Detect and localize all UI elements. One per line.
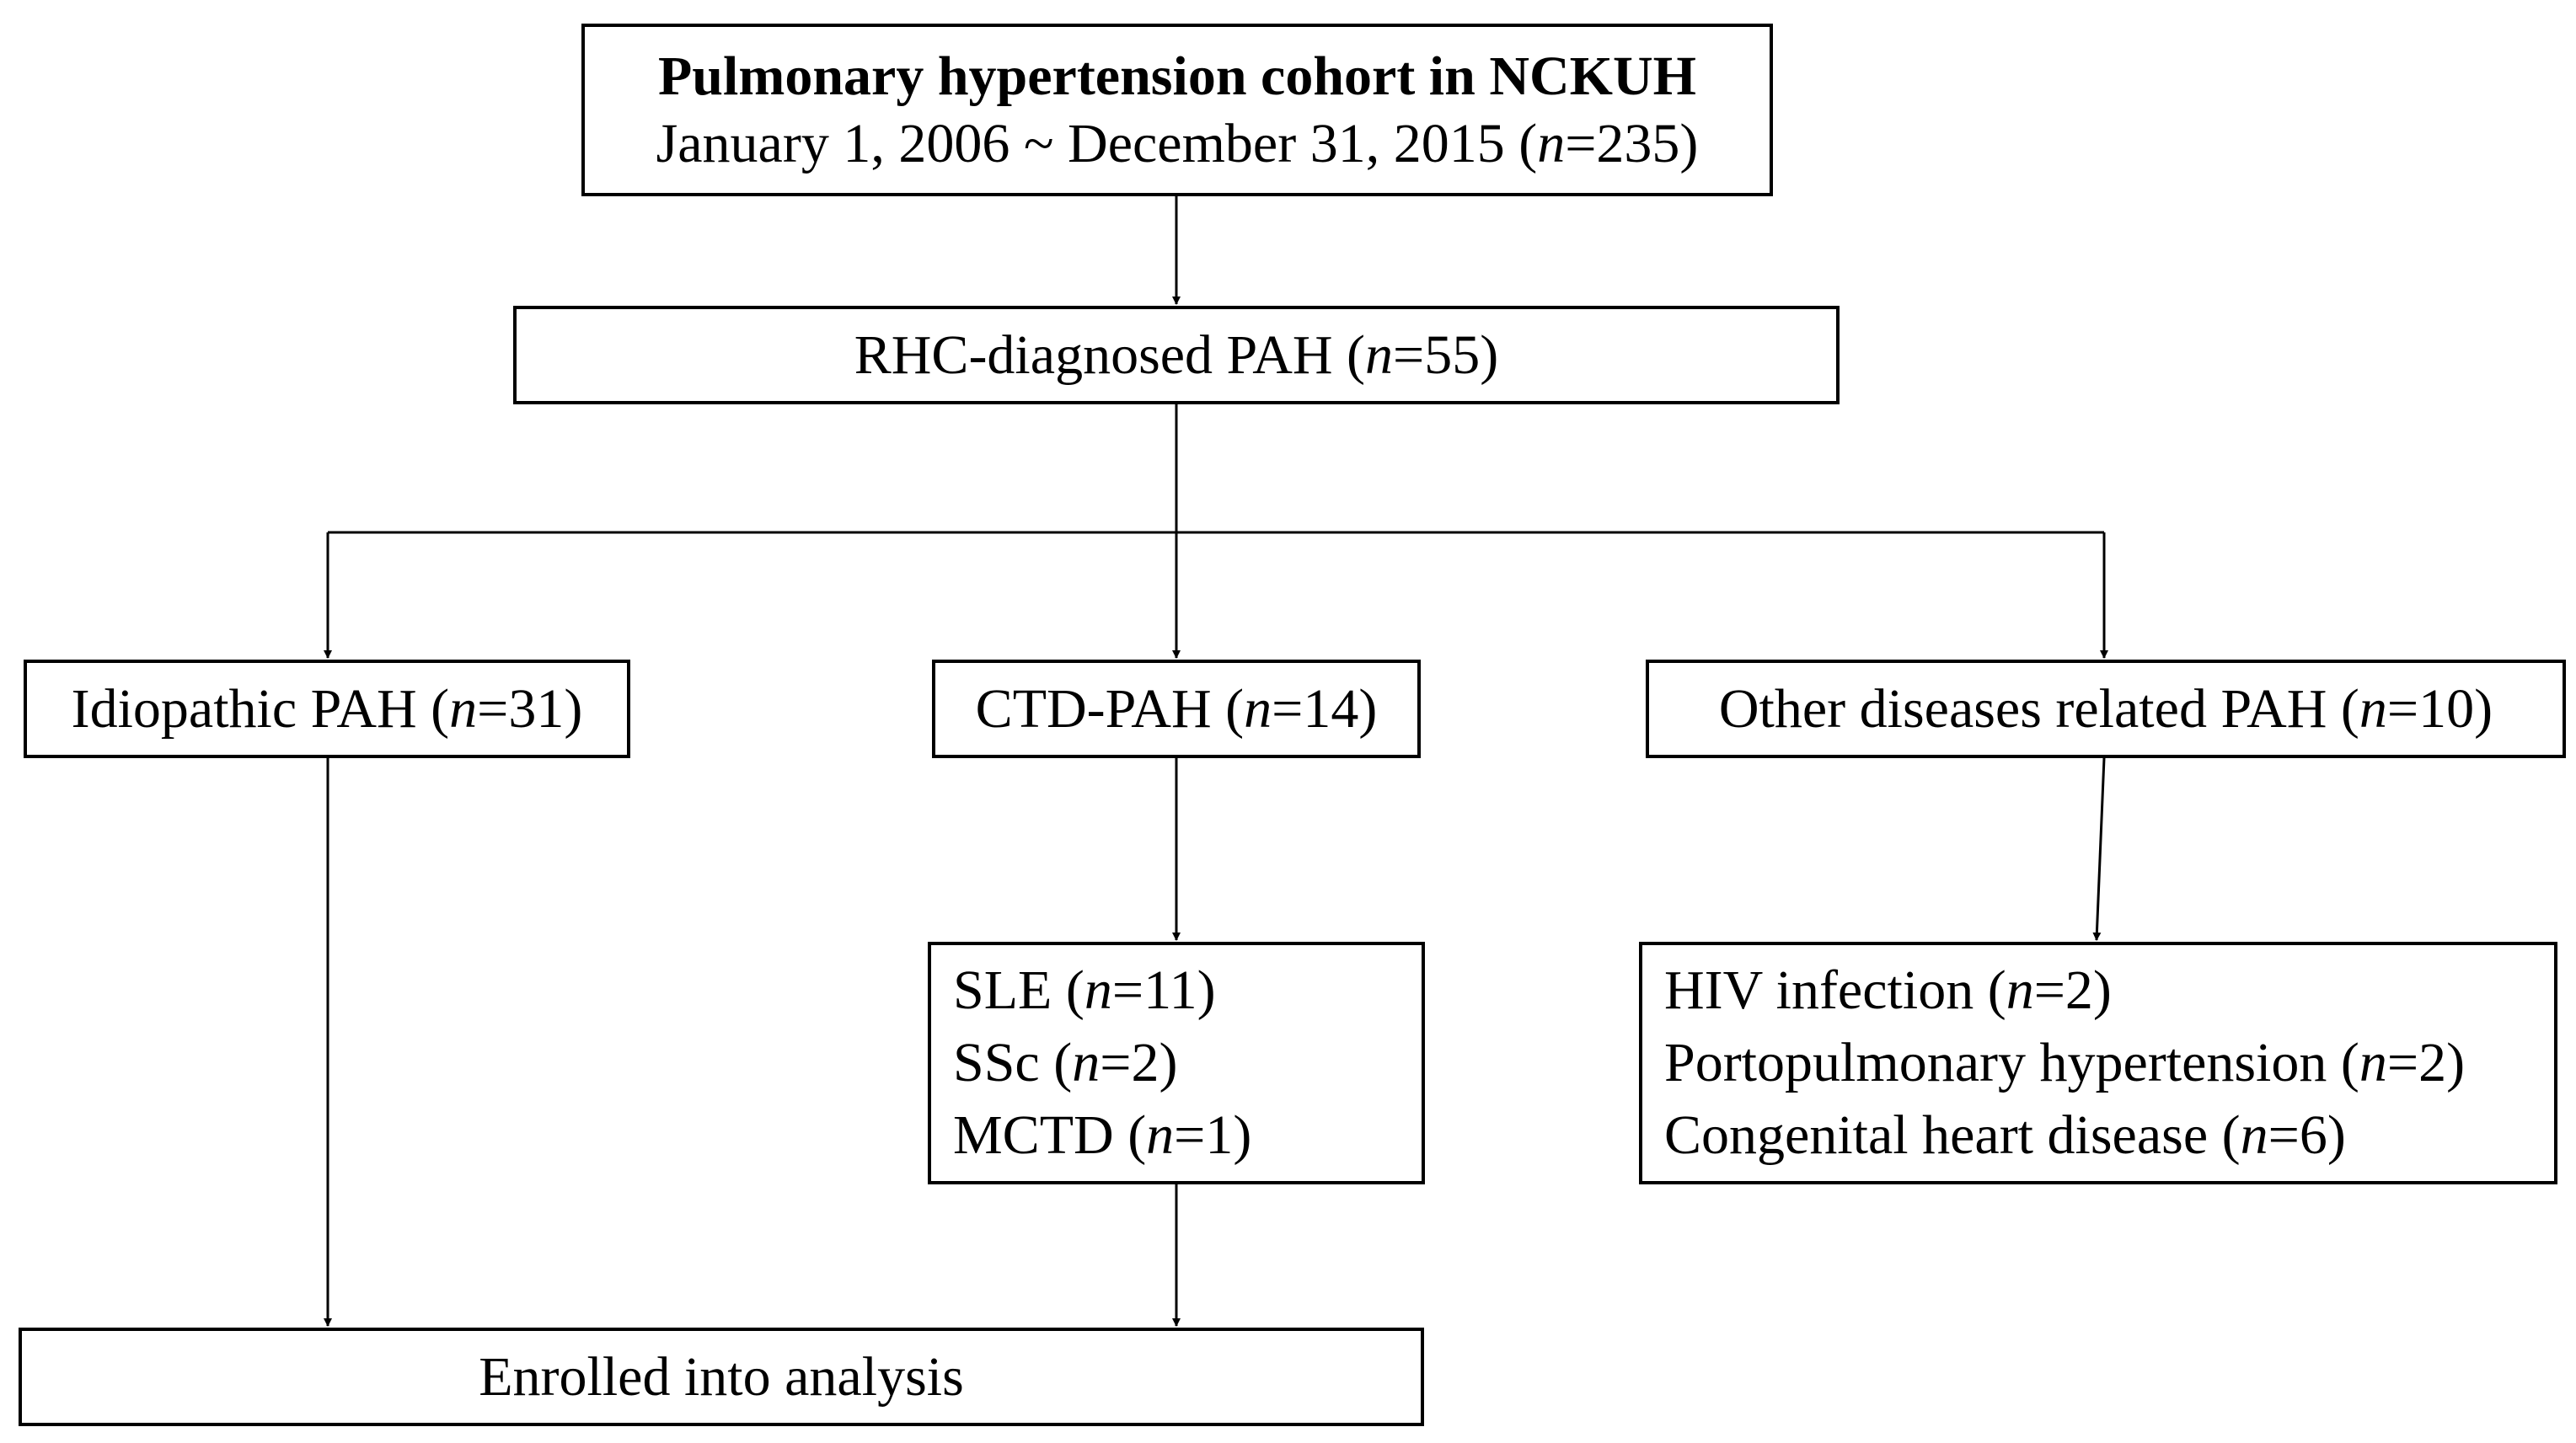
other-subtype-label: HIV infection: [1664, 959, 1974, 1022]
enrolled-label: Enrolled into analysis: [479, 1345, 964, 1408]
arrow-other-to-subtypes: [2092, 757, 2106, 941]
n-symbol: n: [449, 677, 478, 740]
other-n: 10: [2418, 677, 2475, 740]
other-subtype-n: 2: [2418, 1032, 2447, 1094]
ctd-text: CTD-PAH (n=14): [975, 677, 1378, 740]
n-symbol: n: [1072, 1032, 1101, 1094]
n-symbol: n: [1365, 323, 1394, 386]
idiopathic-n: 31: [508, 677, 565, 740]
ctd-n: 14: [1303, 677, 1359, 740]
other-subtype-n: 2: [2065, 959, 2093, 1022]
n-symbol: n: [2240, 1104, 2268, 1166]
other-box: Other diseases related PAH (n=10): [1646, 660, 2566, 758]
rhc-box: RHC-diagnosed PAH (n=55): [513, 306, 1840, 404]
n-symbol: n: [2359, 1032, 2387, 1094]
ctd-subtype-n: 1: [1205, 1104, 1234, 1166]
ctd-subtypes-box: SLE (n=11) SSc (n=2) MCTD (n=1): [928, 942, 1425, 1184]
ctd-label: CTD-PAH: [975, 677, 1212, 740]
cohort-box: Pulmonary hypertension cohort in NCKUH J…: [581, 24, 1773, 196]
ctd-subtype-item: SSc (n=2): [953, 1032, 1178, 1094]
other-subtypes-box: HIV infection (n=2) Portopulmonary hyper…: [1639, 942, 2557, 1184]
rhc-n: 55: [1424, 323, 1481, 386]
other-subtype-n: 6: [2299, 1104, 2327, 1166]
n-symbol: n: [2006, 959, 2034, 1022]
ctd-subtype-label: MCTD: [953, 1104, 1114, 1166]
n-symbol: n: [1244, 677, 1272, 740]
n-symbol: n: [2359, 677, 2387, 740]
n-symbol: n: [1084, 959, 1112, 1022]
other-text: Other diseases related PAH (n=10): [1718, 677, 2493, 740]
n-symbol: n: [1537, 112, 1566, 174]
ctd-box: CTD-PAH (n=14): [932, 660, 1421, 758]
rhc-text: RHC-diagnosed PAH (n=55): [854, 323, 1499, 386]
other-subtype-item: Congenital heart disease (n=6): [1664, 1104, 2346, 1166]
ctd-subtype-item: MCTD (n=1): [953, 1104, 1252, 1166]
ctd-subtype-n: 11: [1143, 959, 1197, 1022]
idiopathic-box: Idiopathic PAH (n=31): [24, 660, 630, 758]
other-subtype-item: Portopulmonary hypertension (n=2): [1664, 1032, 2466, 1094]
cohort-n: 235: [1596, 112, 1680, 174]
ctd-subtype-item: SLE (n=11): [953, 959, 1216, 1022]
ctd-subtype-label: SSc: [953, 1032, 1040, 1094]
rhc-label: RHC-diagnosed PAH: [854, 323, 1333, 386]
enrolled-box: Enrolled into analysis: [19, 1328, 1424, 1426]
other-subtype-label: Congenital heart disease: [1664, 1104, 2209, 1166]
n-symbol: n: [1146, 1104, 1175, 1166]
other-subtype-item: HIV infection (n=2): [1664, 959, 2112, 1022]
cohort-title: Pulmonary hypertension cohort in NCKUH: [657, 45, 1697, 108]
other-label: Other diseases related PAH: [1718, 677, 2327, 740]
ctd-subtype-label: SLE: [953, 959, 1052, 1022]
idiopathic-text: Idiopathic PAH (n=31): [71, 677, 583, 740]
cohort-period-text: January 1, 2006 ~ December 31, 2015: [656, 112, 1505, 174]
other-subtype-label: Portopulmonary hypertension: [1664, 1032, 2327, 1094]
cohort-period: January 1, 2006 ~ December 31, 2015 (n=2…: [656, 112, 1699, 174]
idiopathic-label: Idiopathic PAH: [71, 677, 417, 740]
ctd-subtype-n: 2: [1131, 1032, 1159, 1094]
